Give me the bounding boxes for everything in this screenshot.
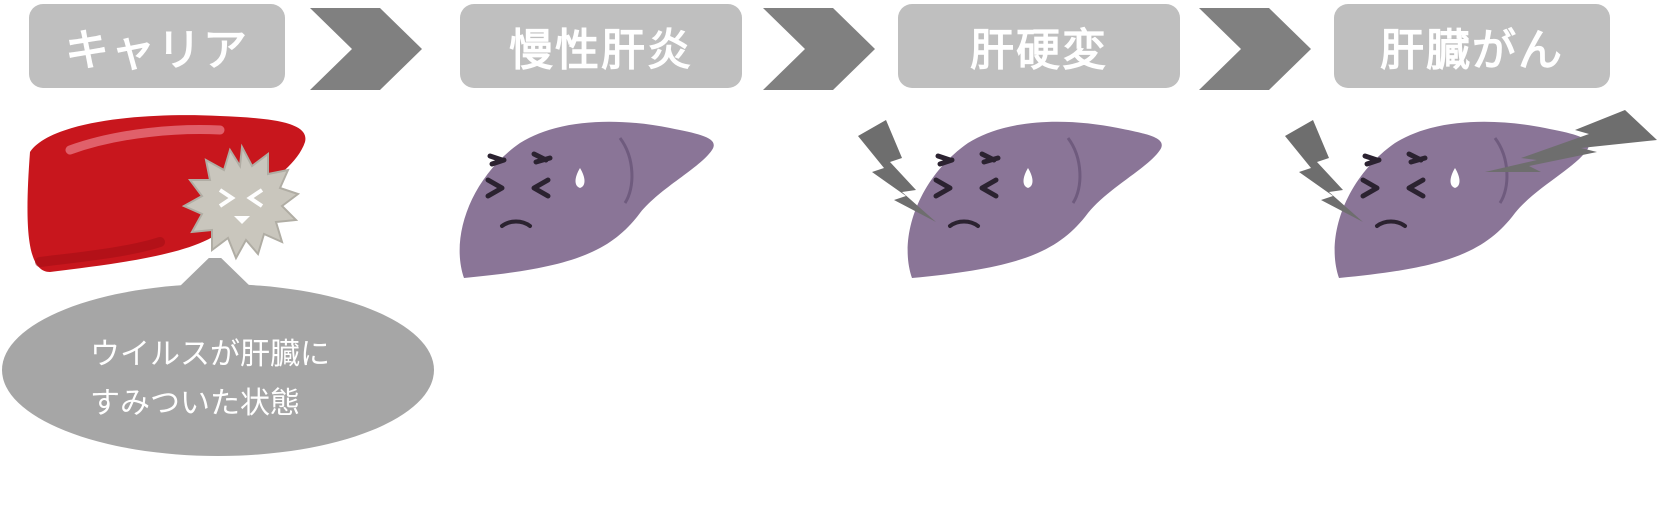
stage-label-chronic-hepatitis: 慢性肝炎: [460, 4, 742, 88]
callout-text: ウイルスが肝臓に すみついた状態: [90, 337, 330, 421]
stage-label-carrier: キャリア: [29, 4, 285, 88]
stage-label-cirrhosis: 肝硬変: [898, 4, 1180, 88]
chevron-arrow-icon: [1199, 8, 1311, 90]
sad-liver-icon: [457, 121, 714, 278]
liver-with-virus-icon: [27, 115, 306, 272]
chevron-arrow-icon: [763, 8, 875, 90]
sad-liver-lightning-icon: [858, 120, 1162, 278]
stage-label-liver-cancer: 肝臓がん: [1334, 4, 1610, 88]
chevron-arrow-icon: [310, 8, 422, 90]
speech-bubble: [2, 258, 434, 456]
sad-liver-two-lightning-icon: [1285, 110, 1657, 278]
